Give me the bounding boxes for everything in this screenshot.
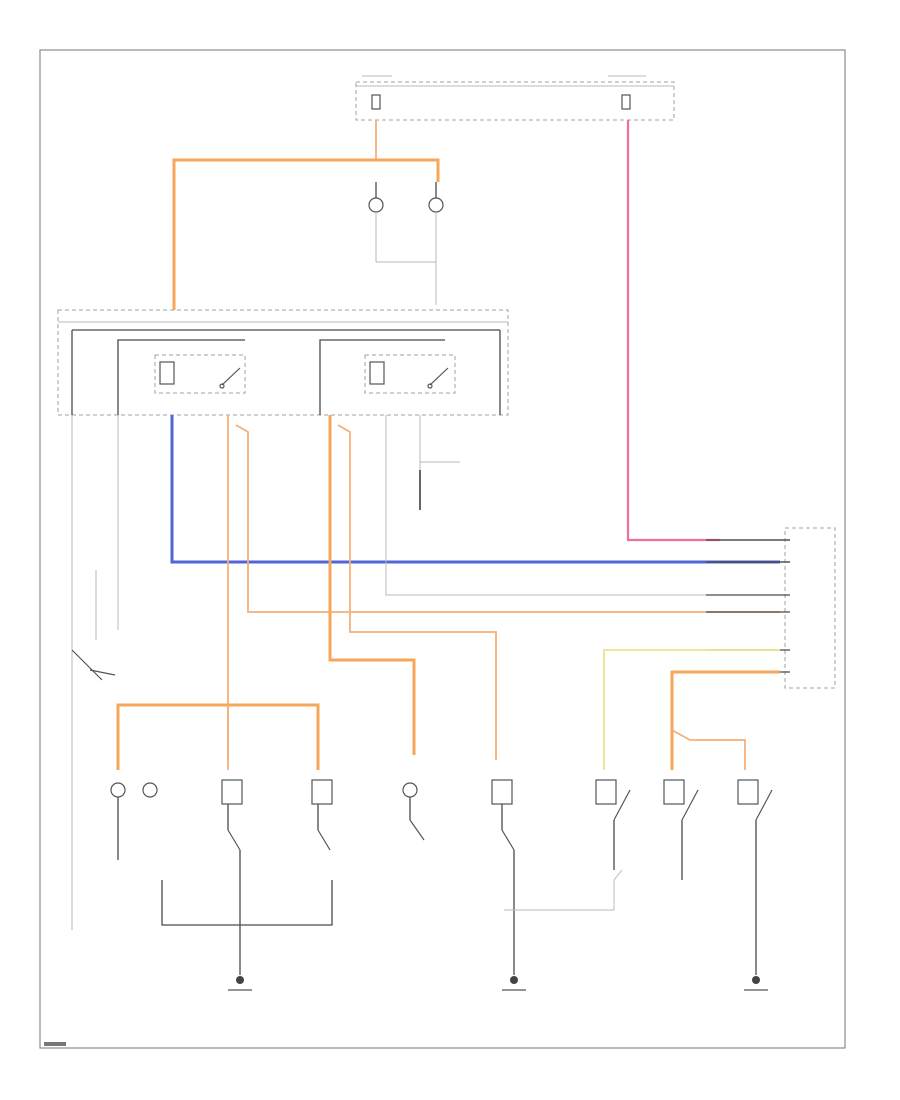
ground-right (744, 976, 768, 991)
relay-left (154, 354, 246, 394)
ground-left (228, 976, 252, 991)
relay-module (57, 309, 509, 416)
dome-lamp-pair (368, 182, 444, 305)
orange-run-f (671, 729, 746, 770)
corner-mark (44, 1042, 66, 1046)
lamp-switch-group-left (110, 703, 333, 975)
switch-right-group (595, 779, 773, 975)
relay-right (364, 354, 456, 394)
diagram-frame (39, 49, 846, 1049)
orange-run-e (670, 670, 780, 770)
orange-main-loop (172, 158, 440, 310)
orange-run-b (235, 424, 780, 613)
orange-run-c (328, 415, 416, 755)
pink-wire (626, 120, 720, 542)
relay-sub-switch (419, 415, 460, 510)
gray-run (385, 415, 780, 596)
orange-run-d (337, 424, 497, 760)
blue-wire (170, 415, 780, 564)
ground-center (502, 976, 526, 991)
yellow-wire (603, 649, 780, 770)
connector-right-edge (706, 527, 836, 689)
fuse-block-top (355, 75, 675, 121)
switch-center (402, 779, 623, 975)
ignition-symbol (71, 570, 116, 681)
